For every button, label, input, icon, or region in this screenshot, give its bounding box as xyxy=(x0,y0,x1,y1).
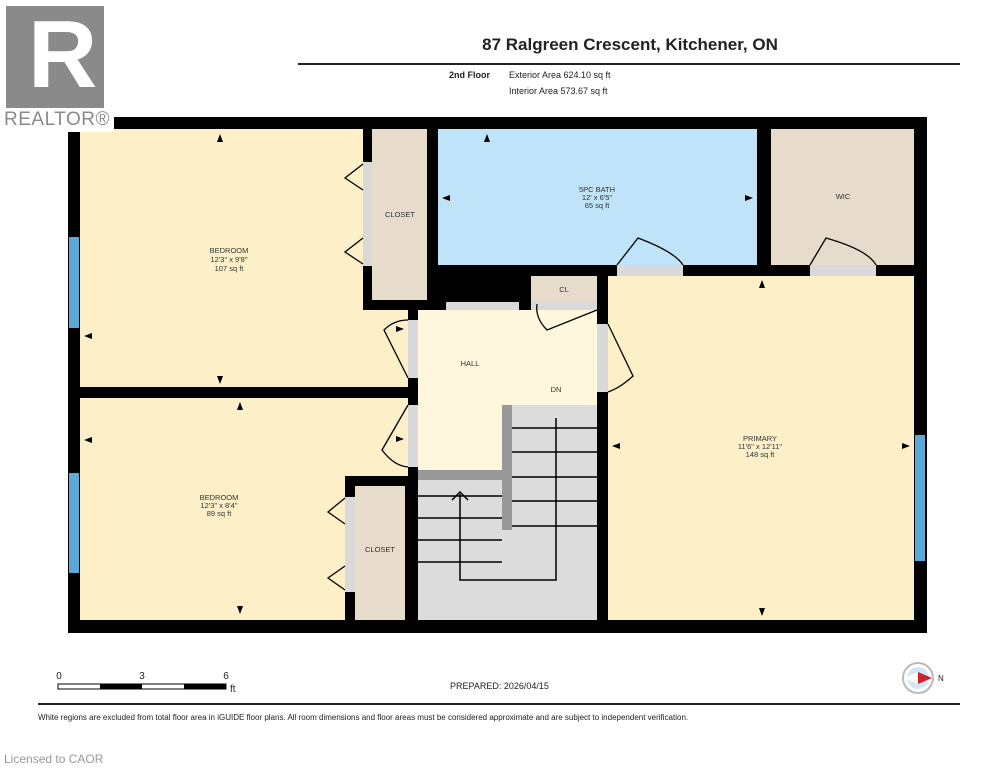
wall-bath-right xyxy=(757,129,771,276)
bedroom1-name: BEDROOM xyxy=(210,246,249,255)
door-openings xyxy=(345,162,876,592)
wall-bath-bottom xyxy=(519,265,914,276)
stair-treads xyxy=(418,418,597,581)
scale-6: 6 xyxy=(223,671,229,682)
door-swings xyxy=(326,163,877,591)
prepared-date: PREPARED: 2026/04/15 xyxy=(450,681,549,691)
primary-area: 148 sq ft xyxy=(746,450,776,459)
exterior-area: Exterior Area 624.10 sq ft xyxy=(509,70,611,80)
compass-icon: N xyxy=(902,662,944,694)
room-bath xyxy=(438,129,757,265)
bath-name: 5PC BATH xyxy=(579,185,615,194)
bath-dims: 12' x 6'5" xyxy=(582,193,612,202)
primary-dims: 11'6" x 12'11" xyxy=(738,442,783,451)
bedroom1-area: 107 sq ft xyxy=(215,264,245,273)
hall-floor-over-stairs xyxy=(418,405,502,470)
scale-bar: 0 3 6 ft xyxy=(56,671,236,695)
room-wic xyxy=(771,129,914,265)
room-closet-1 xyxy=(372,129,427,300)
closet1-name: CLOSET xyxy=(385,210,415,219)
wall-cl-left xyxy=(519,265,531,310)
realtor-logo: R xyxy=(6,6,104,110)
room-cl xyxy=(531,276,597,302)
room-primary xyxy=(608,276,914,620)
license-text: Licensed to CAOR xyxy=(4,752,104,766)
room-closet-2 xyxy=(355,486,405,620)
bath-area: 65 sq ft xyxy=(585,201,611,210)
dn-label: DN xyxy=(551,385,562,394)
wall-bed-divider xyxy=(80,387,418,397)
page-title: 87 Ralgreen Crescent, Kitchener, ON xyxy=(482,35,778,54)
dimension-arrows xyxy=(84,134,910,616)
title-rule xyxy=(298,63,960,65)
bedroom2-name: BEDROOM xyxy=(200,493,239,502)
realtor-logo-text: REALTOR® xyxy=(0,108,114,132)
logo-letter: R xyxy=(28,6,98,108)
footer-rule xyxy=(38,703,960,705)
cl-name: CL xyxy=(559,285,569,294)
disclaimer: White regions are excluded from total fl… xyxy=(38,713,689,722)
stair-rail xyxy=(502,405,512,530)
floor-label: 2nd Floor xyxy=(449,70,490,80)
compass-label: N xyxy=(938,674,944,683)
wall-bath-left xyxy=(427,129,438,310)
wall-closet1-bottom xyxy=(363,300,437,310)
stair-landing-edge xyxy=(418,470,512,480)
windows xyxy=(69,237,925,573)
scale-0: 0 xyxy=(56,671,62,682)
wic-name: WIC xyxy=(836,192,851,201)
primary-name: PRIMARY xyxy=(743,434,777,443)
bedroom2-area: 89 sq ft xyxy=(207,509,233,518)
wall-primary-left xyxy=(597,276,608,620)
bedroom2-dims: 12'3" x 8'4" xyxy=(201,501,238,510)
bedroom1-dims: 12'3" x 9'8" xyxy=(211,255,248,264)
hall-name: HALL xyxy=(461,359,480,368)
scale-unit: ft xyxy=(230,684,236,695)
interior-area: Interior Area 573.67 sq ft xyxy=(509,86,608,96)
scale-3: 3 xyxy=(139,671,145,682)
closet2-name: CLOSET xyxy=(365,545,395,554)
